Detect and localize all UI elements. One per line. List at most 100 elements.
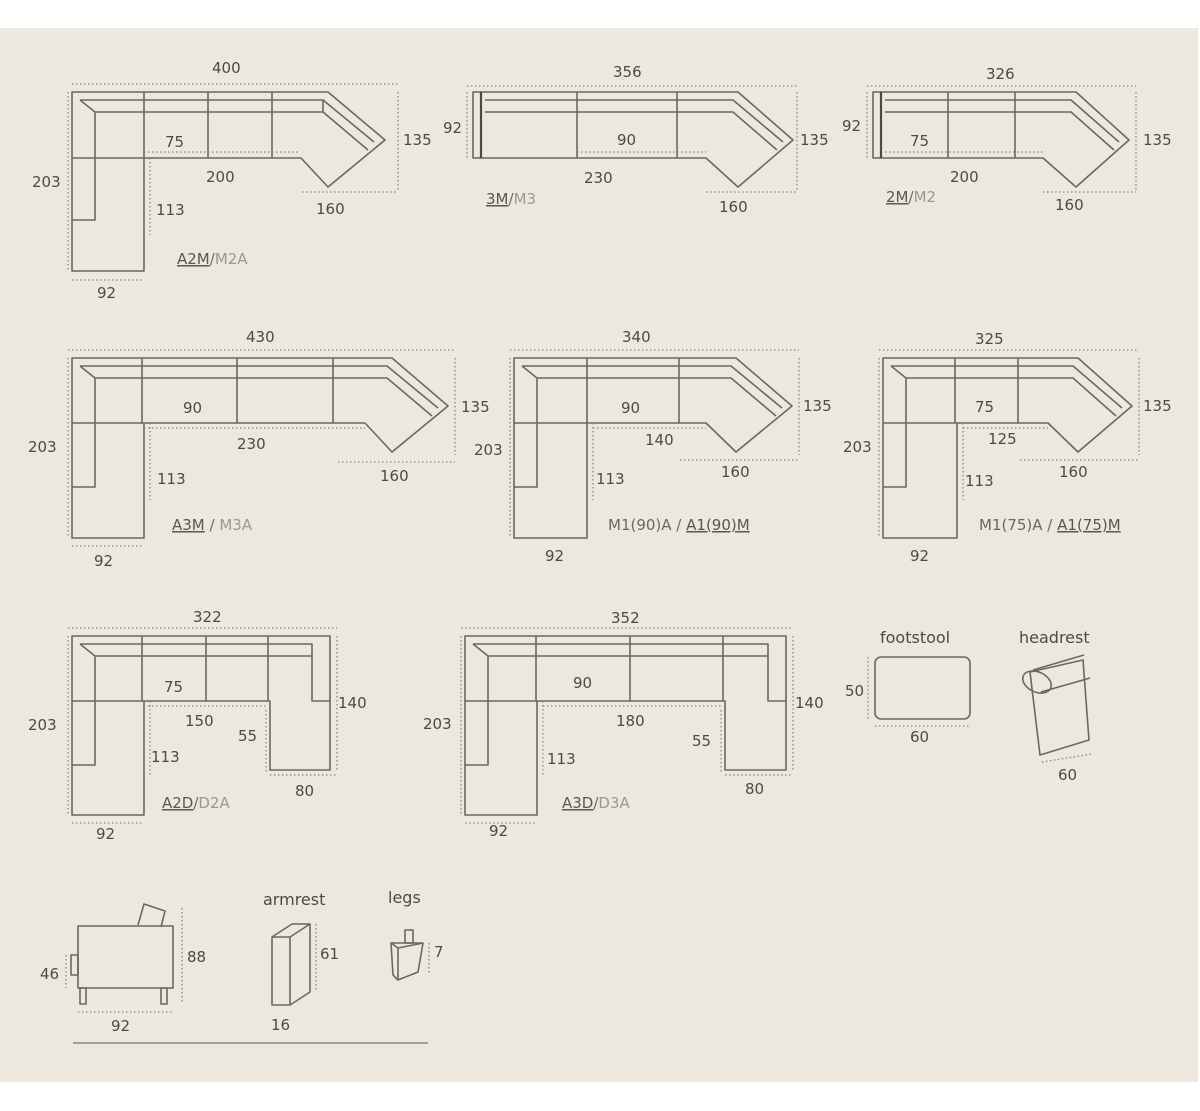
dim-seat: 75 <box>910 132 929 150</box>
dim-step: 55 <box>692 732 711 750</box>
seat-dividers <box>514 358 777 424</box>
dim-depth: 203 <box>32 173 61 191</box>
module-m3: 356 92 135 90 230 160 3M/M3 <box>443 63 829 216</box>
model-code: 3M/M3 <box>486 190 536 208</box>
seat-dividers <box>885 92 1115 158</box>
dim-lines <box>65 908 183 1013</box>
seat-dividers <box>72 358 433 424</box>
dim-seat: 90 <box>183 399 202 417</box>
backrest-line <box>80 99 375 143</box>
side-arm-detail <box>70 954 79 976</box>
dim-height: 7 <box>434 943 444 961</box>
side-cushion <box>137 903 166 928</box>
outline <box>472 91 794 188</box>
module-m1-75: 325 203 135 75 125 160 113 92 M1(75)A / … <box>843 330 1172 565</box>
dim-depth: 203 <box>423 715 452 733</box>
dim-middle: 180 <box>616 712 645 730</box>
model-code: M1(90)A / A1(90)M <box>608 516 750 534</box>
dim-corner: 160 <box>721 463 750 481</box>
front-leg <box>79 987 87 1005</box>
outline <box>513 357 793 539</box>
dim-corner: 160 <box>380 467 409 485</box>
dim-width: 322 <box>193 608 222 626</box>
dim-lines <box>867 657 970 727</box>
armrest-label: armrest <box>263 890 325 909</box>
dim-width: 326 <box>986 65 1015 83</box>
headrest-label: headrest <box>1019 628 1090 647</box>
model-code: A2M/M2A <box>177 250 248 268</box>
armrest <box>72 643 96 766</box>
dim-depth: 203 <box>28 438 57 456</box>
dim-chaise: 113 <box>156 201 185 219</box>
dim-seat: 75 <box>165 133 184 151</box>
footstool: footstool 50 60 <box>845 628 971 746</box>
dim-chaise-width: 92 <box>910 547 929 565</box>
outline <box>464 635 787 816</box>
model-code: A3D/D3A <box>562 794 631 812</box>
dim-width: 325 <box>975 330 1004 348</box>
dim-width: 16 <box>271 1016 290 1034</box>
dim-lines <box>1041 753 1093 763</box>
dim-corner: 160 <box>1059 463 1088 481</box>
dim-chaise-width: 92 <box>489 822 508 840</box>
headrest: headrest 60 <box>1019 628 1093 784</box>
legs-label: legs <box>388 888 421 907</box>
dim-height: 61 <box>320 945 339 963</box>
dim-depth: 92 <box>443 119 462 137</box>
outline <box>872 91 1130 188</box>
dim-seat: 90 <box>617 131 636 149</box>
model-code: A2D/D2A <box>162 794 231 812</box>
dim-chaise-width: 92 <box>96 825 115 843</box>
dim-chaise: 113 <box>547 750 576 768</box>
dim-depth: 92 <box>111 1017 130 1035</box>
dim-end-depth: 140 <box>338 694 367 712</box>
seat-dividers <box>465 636 768 702</box>
dim-arm-depth: 135 <box>800 131 829 149</box>
armrest <box>465 643 489 766</box>
dim-lines <box>509 349 800 538</box>
dim-seat: 90 <box>621 399 640 417</box>
dim-arm-depth: 135 <box>403 131 432 149</box>
side-body <box>77 925 174 989</box>
dim-chaise: 113 <box>157 470 186 488</box>
outline <box>71 357 449 539</box>
dim-corner: 160 <box>316 200 345 218</box>
backrest-line <box>473 643 786 702</box>
seat-dividers <box>485 92 778 158</box>
footstool-label: footstool <box>880 628 950 647</box>
dim-middle: 125 <box>988 430 1017 448</box>
dim-middle: 200 <box>950 168 979 186</box>
module-a2m: 400 203 135 75 200 160 113 92 A2M/M2A <box>32 59 432 302</box>
dim-middle: 230 <box>237 435 266 453</box>
drawing-sheet <box>0 28 1198 1082</box>
seat-dividers <box>72 636 312 702</box>
dim-width: 400 <box>212 59 241 77</box>
seat-dividers <box>72 92 369 159</box>
headrest-roll-line <box>1032 654 1091 693</box>
leg-shape <box>390 942 424 981</box>
armrest <box>72 365 96 488</box>
dim-lines <box>67 627 338 824</box>
dim-depth: 203 <box>474 441 503 459</box>
module-a3m: 430 203 135 90 230 160 113 92 A3M / M3A <box>28 328 490 570</box>
dim-width: 356 <box>613 63 642 81</box>
dim-chaise: 113 <box>965 472 994 490</box>
dim-height: 50 <box>845 682 864 700</box>
dim-width: 60 <box>1058 766 1077 784</box>
dim-middle: 140 <box>645 431 674 449</box>
dim-depth: 92 <box>842 117 861 135</box>
dim-lines <box>866 85 1137 193</box>
model-code: 2M/M2 <box>886 188 936 206</box>
module-m1-90: 340 203 135 90 140 160 113 92 M1(90)A / … <box>474 328 832 565</box>
armrest-shape <box>271 923 311 1006</box>
dim-lines <box>67 83 399 281</box>
backrest-line <box>522 365 783 409</box>
outline <box>71 635 331 816</box>
dim-total-height: 88 <box>187 948 206 966</box>
dim-width: 430 <box>246 328 275 346</box>
headrest-roll <box>1021 670 1053 694</box>
dim-lines <box>466 85 798 193</box>
seat-dividers <box>883 358 1117 424</box>
armrest <box>883 365 907 488</box>
back-leg <box>160 987 168 1005</box>
